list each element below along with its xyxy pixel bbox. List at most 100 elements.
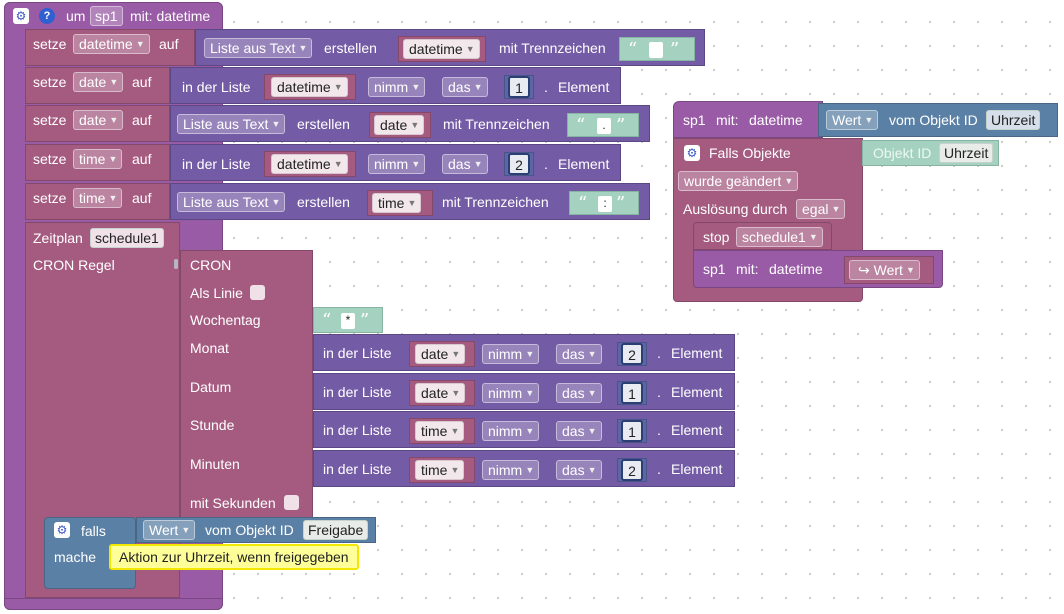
gear-icon[interactable]: ⚙ bbox=[54, 522, 70, 538]
list-op-dropdown[interactable]: Liste aus Text▼ bbox=[204, 38, 313, 58]
cron-month-list-get[interactable]: in der Liste date▼ nimm▼ das▼ 2 . Elemen… bbox=[313, 334, 735, 371]
object-id-field[interactable]: Uhrzeit bbox=[986, 110, 1041, 130]
set-variable-time[interactable]: setze time▼ auf bbox=[25, 183, 170, 220]
object-id-field[interactable]: Uhrzeit bbox=[939, 143, 994, 163]
variable-dropdown-datetime[interactable]: datetime▼ bbox=[73, 34, 150, 54]
delimiter-value[interactable]: . bbox=[597, 118, 611, 134]
variable-dropdown-time[interactable]: time▼ bbox=[73, 188, 123, 208]
number-block[interactable]: 1 bbox=[617, 419, 647, 443]
trigger-value-dropdown[interactable]: ↪ Wert▼ bbox=[849, 260, 920, 280]
list-op-dropdown[interactable]: Liste aus Text▼ bbox=[177, 192, 286, 212]
value-dropdown[interactable]: Wert▼ bbox=[826, 110, 879, 130]
variable-dropdown-date[interactable]: date▼ bbox=[73, 72, 124, 92]
variable-dropdown-time[interactable]: time▼ bbox=[415, 460, 465, 480]
number-block[interactable]: 1 bbox=[617, 381, 647, 405]
object-id-input[interactable]: Objekt ID Uhrzeit bbox=[862, 140, 999, 166]
mode-dropdown[interactable]: nimm▼ bbox=[482, 383, 540, 403]
delimiter-value[interactable] bbox=[649, 42, 663, 58]
number-block[interactable]: 2 bbox=[617, 342, 647, 366]
number-value[interactable]: 1 bbox=[621, 420, 643, 442]
number-value[interactable]: 1 bbox=[508, 76, 530, 98]
object-id-field[interactable]: Freigabe bbox=[303, 520, 369, 540]
comment-block[interactable]: Aktion zur Uhrzeit, wenn freigegeben bbox=[109, 544, 359, 570]
element-label: Element bbox=[558, 156, 610, 172]
variable-get-time[interactable]: time▼ bbox=[409, 418, 475, 444]
mode-dropdown[interactable]: nimm▼ bbox=[482, 421, 540, 441]
variable-dropdown-date[interactable]: date▼ bbox=[374, 115, 425, 135]
variable-dropdown-datetime[interactable]: datetime▼ bbox=[403, 39, 480, 59]
function-name-field[interactable]: sp1 bbox=[90, 6, 123, 26]
set-variable-time[interactable]: setze time▼ auf bbox=[25, 144, 170, 181]
cron-hour-list-get[interactable]: in der Liste time▼ nimm▼ das▼ 1 . Elemen… bbox=[313, 411, 735, 448]
where-dropdown[interactable]: das▼ bbox=[556, 383, 602, 403]
gear-icon[interactable]: ⚙ bbox=[684, 145, 700, 161]
set-variable-date[interactable]: setze date▼ auf bbox=[25, 105, 170, 142]
schedule-name-field[interactable]: schedule1 bbox=[90, 228, 164, 248]
function-header[interactable]: ⚙ ? um sp1 mit: datetime bbox=[4, 2, 223, 28]
variable-get-datetime[interactable]: datetime▼ bbox=[264, 151, 356, 177]
number-block[interactable]: 2 bbox=[504, 152, 534, 176]
variable-dropdown-datetime[interactable]: datetime▼ bbox=[271, 77, 348, 97]
where-dropdown[interactable]: das▼ bbox=[442, 77, 488, 97]
text-delimiter-block[interactable]: “ : ” bbox=[569, 191, 639, 215]
where-dropdown[interactable]: das▼ bbox=[556, 344, 602, 364]
call-sp1-block[interactable]: sp1 mit: datetime bbox=[673, 101, 823, 138]
variable-get-time[interactable]: time▼ bbox=[409, 457, 475, 483]
number-value[interactable]: 2 bbox=[621, 343, 643, 365]
set-variable-datetime[interactable]: setze datetime▼ auf bbox=[25, 29, 195, 66]
trigger-value-block[interactable]: ↪ Wert▼ bbox=[844, 256, 934, 284]
variable-dropdown-date[interactable]: date▼ bbox=[415, 344, 466, 364]
schedule-dropdown[interactable]: schedule1▼ bbox=[736, 227, 823, 247]
variable-dropdown-date[interactable]: date▼ bbox=[73, 110, 124, 130]
number-block[interactable]: 1 bbox=[504, 75, 534, 99]
where-dropdown[interactable]: das▼ bbox=[442, 154, 488, 174]
variable-dropdown-time[interactable]: time▼ bbox=[372, 193, 422, 213]
where-dropdown[interactable]: das▼ bbox=[556, 460, 602, 480]
value-dropdown[interactable]: Wert▼ bbox=[143, 520, 196, 540]
text-delimiter-block[interactable]: “ ” bbox=[619, 37, 695, 61]
variable-get-datetime[interactable]: datetime▼ bbox=[398, 36, 486, 62]
object-value-block[interactable]: Wert▼ vom Objekt ID Freigabe bbox=[136, 517, 376, 543]
number-block[interactable]: 2 bbox=[617, 458, 647, 482]
mode-dropdown[interactable]: nimm▼ bbox=[368, 77, 426, 97]
cron-minutes-list-get[interactable]: in der Liste time▼ nimm▼ das▼ 2 . Elemen… bbox=[313, 450, 735, 487]
split-text-block[interactable]: Liste aus Text▼ erstellen datetime▼ mit … bbox=[195, 29, 705, 66]
variable-get-time[interactable]: time▼ bbox=[367, 190, 433, 216]
variable-get-date[interactable]: date▼ bbox=[409, 341, 475, 367]
variable-get-date[interactable]: date▼ bbox=[409, 380, 475, 406]
number-value[interactable]: 1 bbox=[621, 382, 643, 404]
number-value[interactable]: 2 bbox=[508, 153, 530, 175]
number-value[interactable]: 2 bbox=[621, 459, 643, 481]
with-seconds-checkbox[interactable] bbox=[284, 495, 299, 510]
mode-dropdown[interactable]: nimm▼ bbox=[482, 344, 540, 364]
variable-dropdown-time[interactable]: time▼ bbox=[73, 149, 123, 169]
cron-date-list-get[interactable]: in der Liste date▼ nimm▼ das▼ 1 . Elemen… bbox=[313, 373, 735, 410]
mode-dropdown[interactable]: nimm▼ bbox=[368, 154, 426, 174]
split-text-block[interactable]: Liste aus Text▼ erstellen date▼ mit Tren… bbox=[170, 105, 650, 142]
stop-schedule-block[interactable]: stop schedule1▼ bbox=[693, 222, 832, 250]
split-text-block[interactable]: Liste aus Text▼ erstellen time▼ mit Tren… bbox=[170, 183, 650, 220]
variable-dropdown-date[interactable]: date▼ bbox=[415, 383, 466, 403]
list-get-block[interactable]: in der Liste datetime▼ nimm▼ das▼ 1 . El… bbox=[170, 67, 621, 104]
object-value-block[interactable]: Wert▼ vom Objekt ID Uhrzeit bbox=[818, 103, 1058, 137]
cron-block[interactable]: CRON Als Linie Wochentag Monat Datum Stu… bbox=[180, 250, 313, 518]
variable-dropdown-time[interactable]: time▼ bbox=[415, 421, 465, 441]
mode-dropdown[interactable]: nimm▼ bbox=[482, 460, 540, 480]
trigger-by-dropdown[interactable]: egal▼ bbox=[796, 199, 846, 219]
variable-get-datetime[interactable]: datetime▼ bbox=[264, 74, 356, 100]
as-line-checkbox[interactable] bbox=[250, 285, 265, 300]
condition-dropdown[interactable]: wurde geändert▼ bbox=[678, 171, 799, 191]
call-sp1-block-2[interactable]: sp1 mit: datetime ↪ Wert▼ bbox=[693, 250, 943, 288]
list-get-block[interactable]: in der Liste datetime▼ nimm▼ das▼ 2 . El… bbox=[170, 144, 621, 181]
gear-icon[interactable]: ⚙ bbox=[13, 8, 29, 24]
list-op-dropdown[interactable]: Liste aus Text▼ bbox=[177, 114, 286, 134]
text-delimiter-block[interactable]: “ . ” bbox=[567, 113, 639, 137]
set-variable-date[interactable]: setze date▼ auf bbox=[25, 67, 170, 104]
variable-dropdown-datetime[interactable]: datetime▼ bbox=[271, 154, 348, 174]
delimiter-value[interactable]: : bbox=[598, 196, 612, 212]
weekday-value[interactable]: * bbox=[341, 313, 355, 329]
variable-get-date[interactable]: date▼ bbox=[369, 112, 431, 138]
help-icon[interactable]: ? bbox=[39, 8, 55, 24]
weekday-text-block[interactable]: “ * ” bbox=[313, 307, 383, 333]
where-dropdown[interactable]: das▼ bbox=[556, 421, 602, 441]
